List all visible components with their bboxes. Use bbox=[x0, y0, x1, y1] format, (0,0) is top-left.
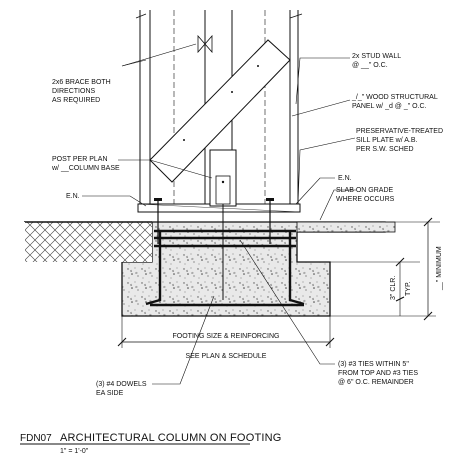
clear-label-1: 3" CLR. bbox=[390, 276, 397, 300]
stud-wall-label-2: @ __" O.C. bbox=[352, 62, 388, 69]
sill-label-2: SILL PLATE w/ A.B. bbox=[356, 137, 418, 144]
diagonal-brace bbox=[149, 39, 291, 183]
soil-hatch bbox=[23, 221, 152, 262]
ties-label-2: FROM TOP AND #3 TIES bbox=[338, 370, 418, 377]
sill-label-3: PER S.W. SCHED bbox=[356, 146, 414, 153]
sill-label-1: PRESERVATIVE-TREATED bbox=[356, 128, 443, 135]
panel-label-1: _/_" WOOD STRUCTURAL bbox=[351, 94, 438, 101]
brace-label-1: 2x6 BRACE BOTH bbox=[52, 79, 111, 86]
brace-label-2: DIRECTIONS bbox=[52, 88, 96, 95]
slab-label-2: WHERE OCCURS bbox=[336, 196, 395, 203]
minimum-dimension bbox=[330, 217, 436, 321]
dowels-label-2: EA SIDE bbox=[96, 390, 124, 397]
anchor-bolts bbox=[154, 198, 274, 244]
leaders bbox=[82, 43, 356, 385]
brace-label-3: AS REQUIRED bbox=[52, 97, 100, 104]
post-label-1: POST PER PLAN bbox=[52, 156, 108, 163]
en-right-label: E.N. bbox=[338, 175, 352, 182]
drawing-title: ARCHITECTURAL COLUMN ON FOOTING bbox=[60, 432, 282, 444]
stud-wall-label-1: 2x STUD WALL bbox=[352, 53, 401, 60]
ties-label-1: (3) #3 TIES WITHIN 5" bbox=[338, 361, 409, 368]
panel-label-2: PANEL w/ _d @ _" O.C. bbox=[352, 103, 427, 110]
drawing-scale: 1" = 1'-0" bbox=[60, 448, 89, 455]
stud-wall bbox=[135, 10, 303, 212]
minimum-label: __" MINIMUM bbox=[436, 246, 443, 291]
en-left-label: E.N. bbox=[66, 193, 80, 200]
footing-width-dimension bbox=[117, 316, 335, 348]
title-block: FDN07 ARCHITECTURAL COLUMN ON FOOTING 1"… bbox=[20, 432, 282, 455]
footing-label-2: SEE PLAN & SCHEDULE bbox=[186, 353, 267, 360]
clear-label-2: TYP. bbox=[405, 281, 412, 296]
post-label-2: w/ __COLUMN BASE bbox=[51, 165, 120, 172]
drawing-tag: FDN07 bbox=[20, 433, 52, 444]
annotations: 2x6 BRACE BOTH DIRECTIONS AS REQUIRED 2x… bbox=[51, 53, 443, 397]
reinforcing bbox=[145, 229, 305, 307]
slab-label-1: SLAB ON GRADE bbox=[336, 187, 394, 194]
post bbox=[209, 149, 237, 300]
footing-label-1: FOOTING SIZE & REINFORCING bbox=[173, 333, 280, 340]
dowels-label-1: (3) #4 DOWELS bbox=[96, 381, 147, 388]
ties-label-3: @ 6" O.C. REMAINDER bbox=[338, 379, 414, 386]
